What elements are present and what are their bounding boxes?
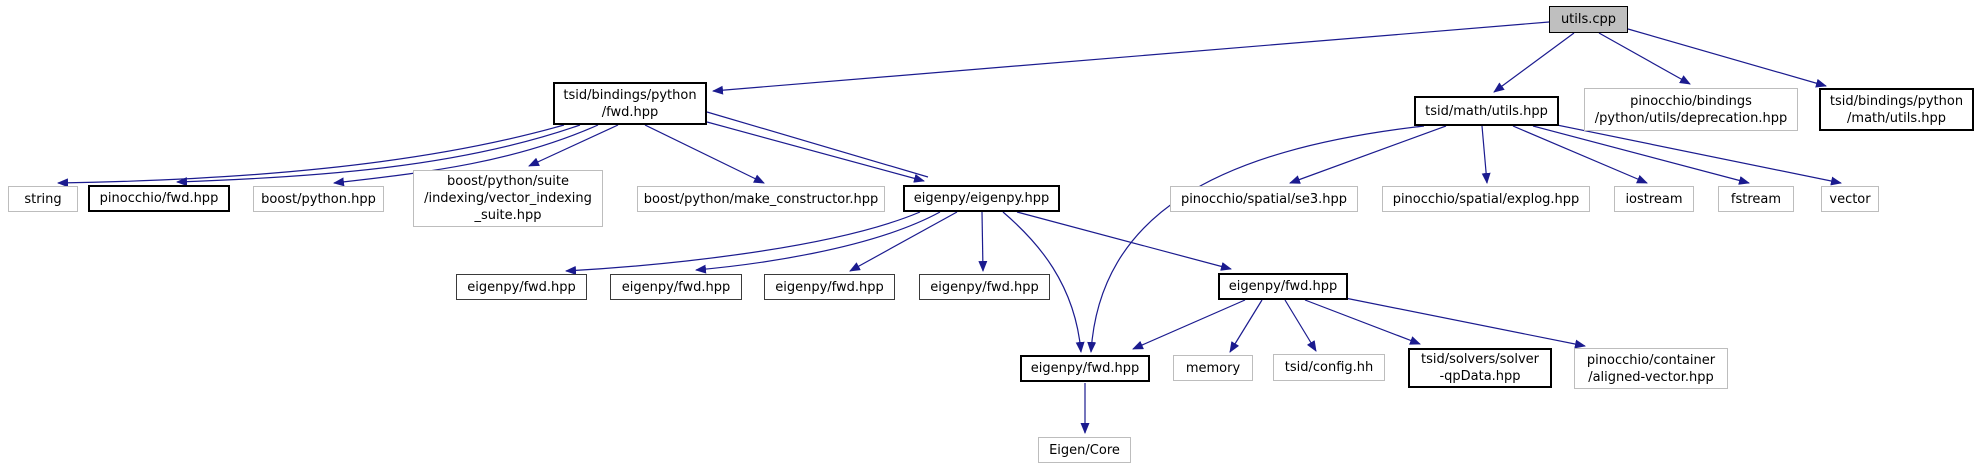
- graph-node-fwd2[interactable]: eigenpy/fwd.hpp: [610, 274, 742, 300]
- node-label: boost/python/make_constructor.hpp: [643, 191, 879, 207]
- graph-node-eigen_core: Eigen/Core: [1038, 437, 1131, 463]
- edge-eigenpy-to-fwd5: [1016, 211, 1232, 271]
- edge-math_utils-to-explog: [1481, 125, 1491, 184]
- edge-fwd5-to-config: [1284, 299, 1317, 352]
- node-label: tsid/math/utils.hpp: [1425, 103, 1548, 119]
- node-label: iostream: [1625, 191, 1683, 207]
- graph-node-utils_cpp: utils.cpp: [1549, 6, 1628, 33]
- node-label: eigenpy/fwd.hpp: [621, 279, 731, 295]
- node-label: _suite.hpp: [474, 208, 542, 223]
- graph-node-bp_fwd[interactable]: tsid/bindings/python/fwd.hpp: [553, 82, 707, 125]
- graph-node-iostream: iostream: [1614, 186, 1694, 212]
- node-label: /fwd.hpp: [601, 104, 659, 120]
- graph-node-vis: boost/python/suite/indexing/vector_index…: [413, 170, 603, 227]
- node-label: eigenpy/fwd.hpp: [775, 279, 884, 295]
- edge-math_utils-to-fwd6: [1087, 125, 1425, 353]
- graph-node-make_ctor: boost/python/make_constructor.hpp: [637, 186, 885, 212]
- graph-node-fwd3[interactable]: eigenpy/fwd.hpp: [764, 274, 895, 300]
- node-label: tsid/config.hh: [1284, 360, 1374, 375]
- graph-node-config: tsid/config.hh: [1273, 354, 1385, 381]
- graph-node-fwd4[interactable]: eigenpy/fwd.hpp: [919, 274, 1050, 300]
- edge-fwd5-to-solver: [1304, 299, 1421, 345]
- graph-node-solver[interactable]: tsid/solvers/solver -qpData.hpp: [1408, 348, 1552, 388]
- graph-node-eigenpy[interactable]: eigenpy/eigenpy.hpp: [903, 185, 1060, 212]
- edge-bp_fwd-to-vis: [528, 124, 619, 167]
- node-label: /aligned-vector.hpp: [1588, 369, 1714, 385]
- graph-node-pin_fwd[interactable]: pinocchio/fwd.hpp: [88, 185, 230, 212]
- node-label: pinocchio/fwd.hpp: [99, 191, 219, 206]
- edge-utils_cpp-to-bp_math_utils: [1627, 28, 1827, 88]
- node-label: fstream: [1730, 191, 1782, 207]
- graph-node-fwd1[interactable]: eigenpy/fwd.hpp: [456, 274, 587, 300]
- edge-bp_fwd-to-eigenpy: [706, 121, 925, 183]
- edge-utils_cpp-to-deprecation: [1598, 32, 1691, 85]
- graph-node-aligned: pinocchio/container/aligned-vector.hpp: [1574, 348, 1728, 389]
- edge-math_utils-to-vector: [1551, 123, 1842, 186]
- edge-fwd5-to-memory: [1229, 299, 1263, 353]
- node-label: boost/python.hpp: [261, 191, 376, 207]
- graph-node-math_utils[interactable]: tsid/math/utils.hpp: [1414, 96, 1559, 126]
- edge-eigenpy-to-fwd6: [1002, 211, 1085, 353]
- node-label: tsid/bindings/python: [563, 87, 697, 103]
- node-label: /math/utils.hpp: [1847, 110, 1946, 126]
- edge-eigenpy-to-fwd4: [978, 211, 988, 272]
- edge-fwd5-to-fwd6: [1132, 299, 1246, 350]
- graph-node-explog: pinocchio/spatial/explog.hpp: [1382, 186, 1590, 212]
- node-label: boost/python/suite: [447, 174, 569, 189]
- graph-node-fstream: fstream: [1718, 186, 1794, 212]
- edge-fwd5-to-aligned: [1344, 297, 1586, 349]
- graph-node-string: string: [8, 186, 78, 212]
- node-label: eigenpy/fwd.hpp: [930, 279, 1039, 295]
- node-label: pinocchio/spatial/explog.hpp: [1392, 191, 1580, 207]
- edge-math_utils-to-iostream: [1512, 125, 1648, 184]
- node-label: Eigen/Core: [1049, 442, 1120, 458]
- edge-math_utils-to-fstream: [1532, 125, 1750, 185]
- node-label: eigenpy/fwd.hpp: [467, 279, 576, 295]
- node-label: vector: [1829, 191, 1871, 207]
- graph-node-boost_python: boost/python.hpp: [253, 186, 384, 212]
- node-label: eigenpy/fwd.hpp: [1030, 361, 1140, 376]
- node-label: /indexing/vector_indexing: [424, 191, 592, 206]
- edge-eigenpy-to-fwd1: [565, 211, 921, 275]
- node-label: pinocchio/container: [1586, 352, 1716, 368]
- node-label: eigenpy/fwd.hpp: [1228, 279, 1338, 294]
- edge-bp_fwd-to-pin_fwd: [176, 124, 581, 187]
- node-label: /python/utils/deprecation.hpp: [1594, 110, 1788, 126]
- node-label: pinocchio/spatial/se3.hpp: [1180, 191, 1348, 207]
- edge-bp_fwd-to-eigenpy: [706, 111, 929, 178]
- node-label: string: [24, 191, 62, 207]
- graph-node-deprecation: pinocchio/bindings/python/utils/deprecat…: [1584, 88, 1798, 131]
- node-label: utils.cpp: [1560, 12, 1617, 27]
- graph-node-fwd5[interactable]: eigenpy/fwd.hpp: [1218, 273, 1348, 300]
- edge-bp_fwd-to-string: [57, 124, 565, 188]
- edge-eigenpy-to-fwd2: [695, 211, 941, 274]
- graph-node-bp_math_utils[interactable]: tsid/bindings/python/math/utils.hpp: [1819, 88, 1974, 131]
- edge-eigenpy-to-fwd3: [849, 211, 958, 272]
- graph-node-se3: pinocchio/spatial/se3.hpp: [1170, 186, 1358, 212]
- edge-utils_cpp-to-math_utils: [1493, 32, 1575, 93]
- node-label: tsid/bindings/python: [1829, 93, 1964, 109]
- edge-bp_fwd-to-boost_python: [333, 124, 599, 187]
- edge-math_utils-to-se3: [1289, 125, 1447, 184]
- node-label: pinocchio/bindings: [1630, 93, 1752, 109]
- edge-utils_cpp-to-bp_fwd: [712, 21, 1550, 95]
- graph-node-fwd6[interactable]: eigenpy/fwd.hpp: [1020, 355, 1150, 382]
- edge-bp_fwd-to-make_ctor: [644, 124, 765, 184]
- graph-node-memory: memory: [1173, 355, 1253, 381]
- graph-node-vector: vector: [1821, 186, 1879, 212]
- node-label: tsid/solvers/solver: [1420, 352, 1539, 367]
- node-label: -qpData.hpp: [1439, 369, 1521, 384]
- node-label: memory: [1185, 360, 1241, 376]
- node-label: eigenpy/eigenpy.hpp: [913, 191, 1050, 206]
